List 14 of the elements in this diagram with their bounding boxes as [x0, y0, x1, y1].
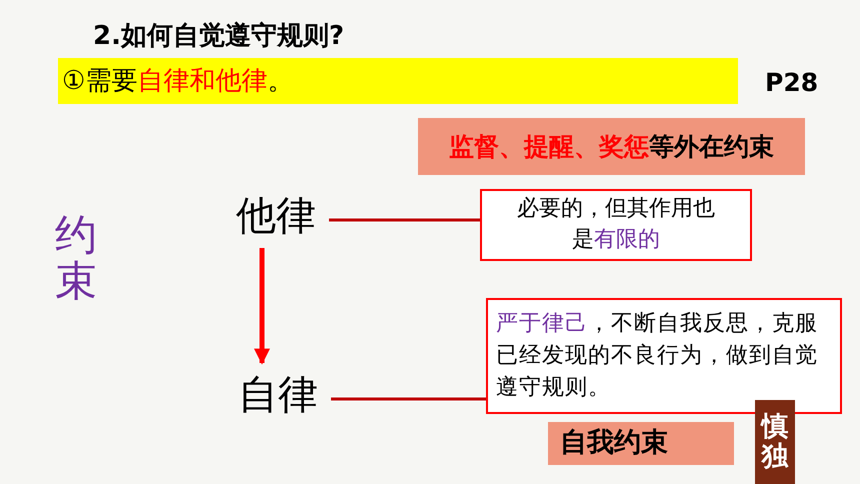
note-box: 严于律己，不断自我反思，克服已经发现的不良行为，做到自觉遵守规则。 [486, 298, 842, 414]
term-text: 自律 [237, 371, 319, 419]
text-panel: 监督、提醒、奖惩等外在约束 [418, 118, 805, 175]
heading: 2.如何自觉遵守规则? [93, 20, 344, 52]
highlight-band: ①需要自律和他律。 [58, 58, 738, 104]
vertical-text-panel: 慎独 [755, 400, 795, 484]
connector-line [331, 398, 486, 400]
arrow [254, 248, 270, 365]
page-number: P28 [765, 67, 818, 99]
note-box: 必要的，但其作用也是有限的 [480, 189, 752, 261]
vertical-label: 约束 [55, 212, 97, 304]
text-panel: 自我约束 [548, 422, 734, 465]
term-text: 他律 [235, 192, 317, 240]
connector-line [329, 218, 480, 222]
